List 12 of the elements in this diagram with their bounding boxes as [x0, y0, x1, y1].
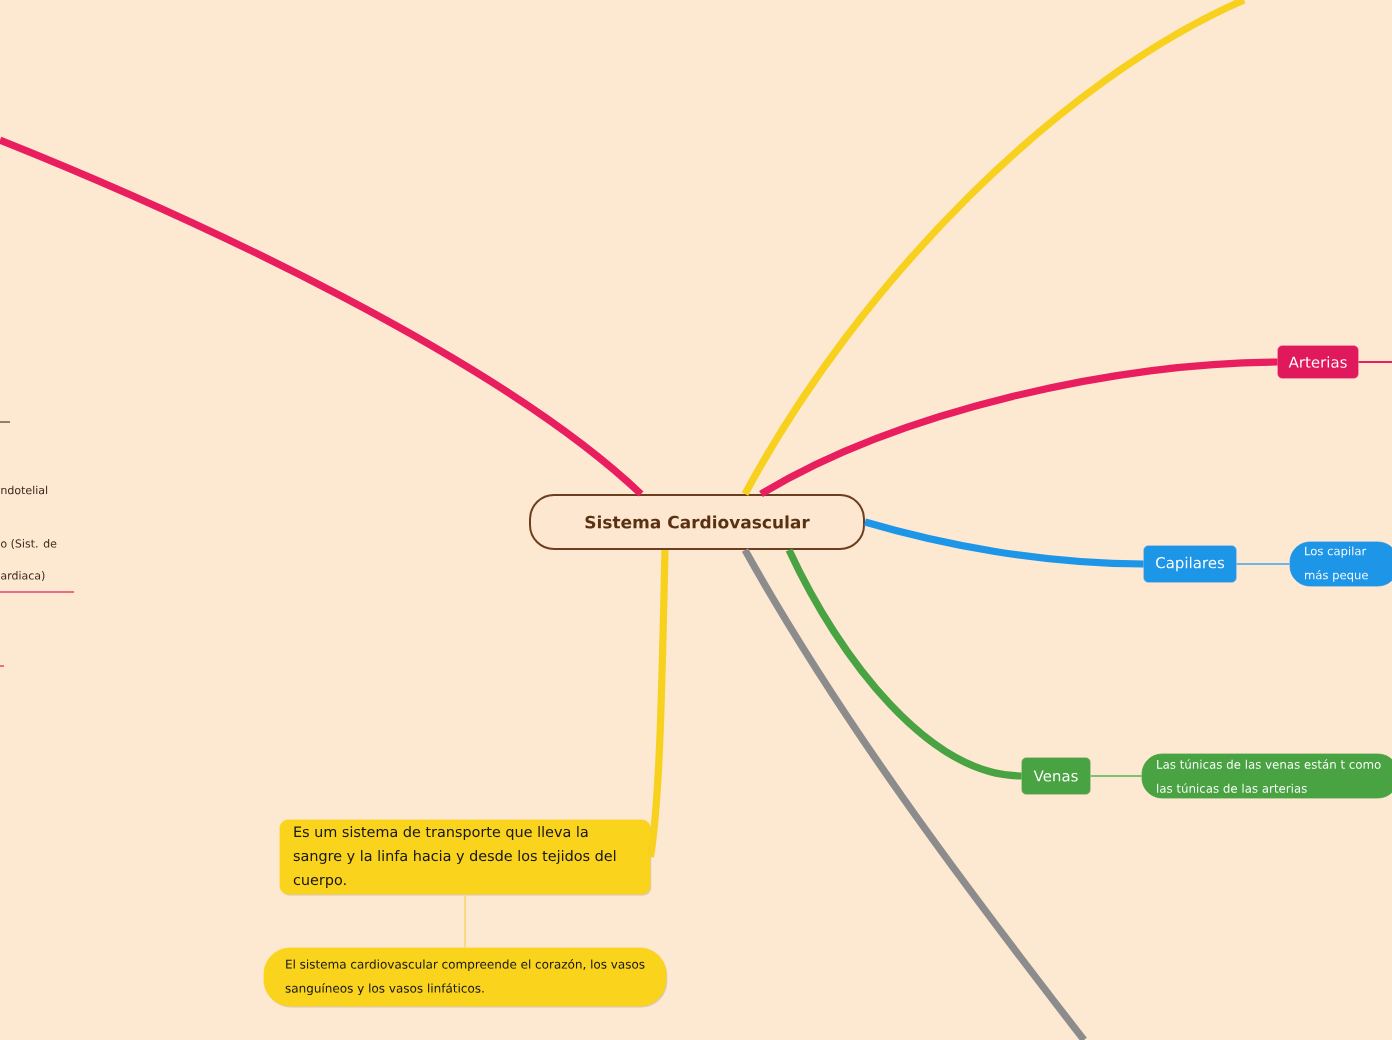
- branch-line: [741, 548, 1087, 1040]
- branch-line: [864, 518, 1144, 568]
- branch-line: [0, 136, 644, 497]
- branch-line: [759, 358, 1278, 498]
- branch-line: [464, 893, 466, 949]
- branch-line: [785, 548, 1022, 780]
- branch-line: [646, 549, 669, 858]
- branch-line: [1235, 563, 1291, 565]
- central-topic-box: Sistema Cardiovascular: [529, 494, 865, 550]
- branch-line: [1089, 775, 1143, 777]
- branch-line: [741, 0, 1246, 496]
- branch-line: [1357, 361, 1392, 363]
